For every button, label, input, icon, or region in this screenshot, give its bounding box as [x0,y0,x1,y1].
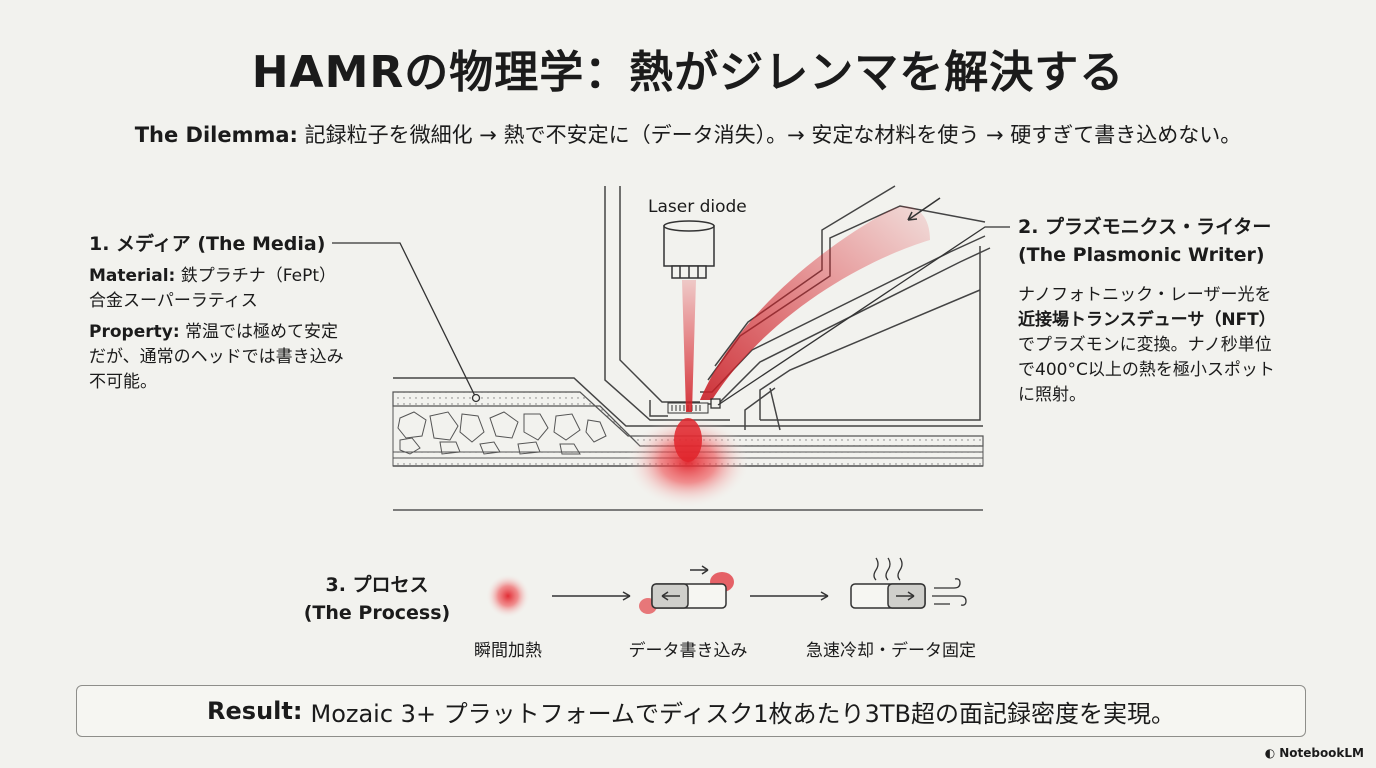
writer-heading-2: (The Plasmonic Writer) [1018,244,1265,266]
media-description: 1. メディア (The Media) Material: 鉄プラチナ（FePt… [89,230,409,395]
property-text-2: だが、通常のヘッドでは書き込み [89,347,344,367]
step-label-writing: データ書き込み [628,641,748,661]
result-text: Mozaic 3+ プラットフォームでディスク1枚あたり3TB超の面記録密度を実… [310,699,1175,728]
page-title: HAMRの物理学：熱がジレンマを解決する [251,47,1125,98]
media-heading: 1. メディア (The Media) [89,233,326,255]
brand-name: NotebookLM [1279,746,1364,760]
media-leader-line [332,242,477,399]
property-text-3: 不可能。 [89,372,157,392]
process-arrow-1-head [622,591,631,601]
writer-text-5: に照射。 [1018,385,1086,405]
laser-beam [682,280,696,412]
process-heading: 3. プロセス (The Process) [292,571,462,627]
writer-leader-line [717,226,1010,406]
media-leader-dot [471,393,481,403]
writer-description: 2. プラズモニクス・ライター (The Plasmonic Writer) ナ… [1018,213,1348,408]
cooling-icon [850,557,967,609]
result-label: Result: [207,697,303,725]
dilemma-text: 記録粒子を微細化 → 熱で不安定に（データ消失）。→ 安定な材料を使う → 硬す… [304,123,1242,147]
property-text-1: 常温では極めて安定 [185,322,339,342]
process-arrow-2-head [820,591,829,601]
process-heading-1: 3. プロセス [325,574,429,596]
writer-text-1: ナノフォトニック・レーザー光を [1018,285,1272,305]
writer-text-2: 近接場トランスデューサ（NFT） [1018,310,1276,330]
writer-heading-1: 2. プラズモニクス・ライター [1018,216,1272,238]
process-heading-2: (The Process) [303,602,451,624]
writer-text-3: でプラズモンに変換。ナノ秒単位 [1018,335,1272,355]
writer-text: ナノフォトニック・レーザー光を 近接場トランスデューサ（NFT） でプラズモンに… [1018,283,1348,408]
light-input-arrow [907,197,941,221]
notebooklm-logo-icon: ◐ [1264,746,1276,760]
heating-spot-icon [486,574,530,618]
property-label: Property: [89,322,180,342]
step-label-cooling: 急速冷却・データ固定 [806,641,976,661]
material-text-1: 鉄プラチナ（FePt） [180,266,336,286]
media-property: Property: 常温では極めて安定 だが、通常のヘッドでは書き込み 不可能。 [89,320,409,395]
media-material: Material: 鉄プラチナ（FePt） 合金スーパーラティス [89,264,409,314]
result-box: Result: Mozaic 3+ プラットフォームでディスク1枚あたり3TB超… [76,685,1306,737]
writer-leader-marker [710,398,721,409]
media-dotted-layer [392,391,984,447]
waveguide-light [700,206,930,400]
material-label: Material: [89,266,176,286]
notebooklm-brand: ◐ NotebookLM [1265,746,1364,760]
media-top-surface [393,377,983,427]
writer-text-4: で400°C以上の熱を極小スポット [1018,360,1275,380]
nft-transducer [667,398,721,414]
dilemma-line: The Dilemma: 記録粒子を微細化 → 熱で不安定に（データ消失）。→ … [0,119,1376,149]
step-label-heating: 瞬間加熱 [474,641,542,661]
laser-diode-label: Laser diode [648,197,747,217]
data-write-icon [639,565,734,614]
material-text-2: 合金スーパーラティス [89,291,258,311]
light-input-arrowhead [907,211,918,221]
dilemma-label: The Dilemma: [134,123,298,147]
heat-spot-core [674,418,702,462]
laser-diode [663,220,715,279]
